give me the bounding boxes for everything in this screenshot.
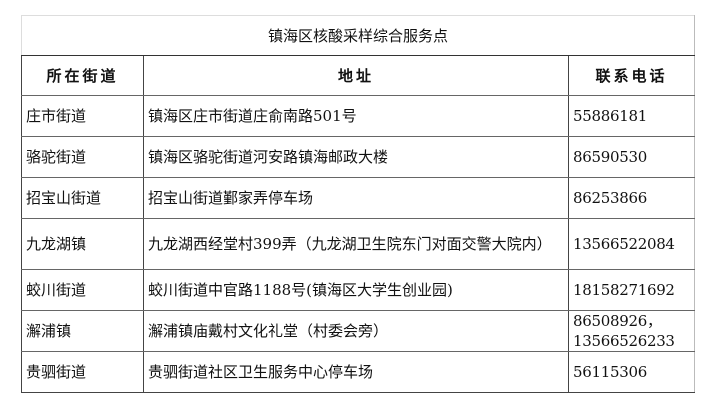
- cell-address: 蛟川街道中官路1188号(镇海区大学生创业园): [143, 269, 569, 311]
- table-row: 贵驷街道 贵驷街道社区卫生服务中心停车场 56115306: [21, 351, 696, 393]
- cell-phone: 55886181: [567, 95, 696, 137]
- cell-address: 澥浦镇庙戴村文化礼堂（村委会旁）: [143, 310, 569, 352]
- cell-street: 蛟川街道: [21, 269, 144, 311]
- cell-phone: 13566522084: [567, 218, 696, 270]
- header-address: 地址: [143, 55, 569, 96]
- table-row: 九龙湖镇 九龙湖西经堂村399弄（九龙湖卫生院东门对面交警大院内） 135665…: [21, 218, 696, 270]
- cell-street: 骆驼街道: [21, 136, 144, 178]
- cell-phone: 86508926，13566526233: [567, 310, 696, 352]
- table-row: 蛟川街道 蛟川街道中官路1188号(镇海区大学生创业园) 18158271692: [21, 269, 696, 311]
- cell-address: 镇海区庄市街道庄俞南路501号: [143, 95, 569, 137]
- cell-phone: 86590530: [567, 136, 696, 178]
- cell-street: 招宝山街道: [21, 177, 144, 219]
- table-row: 庄市街道 镇海区庄市街道庄俞南路501号 55886181: [21, 95, 696, 137]
- sampling-sites-table: 镇海区核酸采样综合服务点 所在街道 地址 联系电话 庄市街道 镇海区庄市街道庄俞…: [20, 15, 696, 393]
- cell-phone: 18158271692: [567, 269, 696, 311]
- cell-address: 招宝山街道鄞家弄停车场: [143, 177, 569, 219]
- cell-phone: 56115306: [567, 351, 696, 393]
- cell-street: 澥浦镇: [21, 310, 144, 352]
- table-header-row: 所在街道 地址 联系电话: [21, 55, 696, 96]
- cell-street: 贵驷街道: [21, 351, 144, 393]
- table-title-row: 镇海区核酸采样综合服务点: [20, 15, 696, 56]
- table-title: 镇海区核酸采样综合服务点: [20, 15, 696, 56]
- table-row: 骆驼街道 镇海区骆驼街道河安路镇海邮政大楼 86590530: [21, 136, 696, 178]
- cell-phone: 86253866: [567, 177, 696, 219]
- cell-address: 贵驷街道社区卫生服务中心停车场: [143, 351, 569, 393]
- header-street: 所在街道: [21, 55, 144, 96]
- table-row: 澥浦镇 澥浦镇庙戴村文化礼堂（村委会旁） 86508926，1356652623…: [21, 310, 696, 352]
- cell-address: 九龙湖西经堂村399弄（九龙湖卫生院东门对面交警大院内）: [143, 218, 569, 270]
- table-row: 招宝山街道 招宝山街道鄞家弄停车场 86253866: [21, 177, 696, 219]
- cell-street: 庄市街道: [21, 95, 144, 137]
- cell-street: 九龙湖镇: [21, 218, 144, 270]
- header-phone: 联系电话: [567, 55, 696, 96]
- cell-address: 镇海区骆驼街道河安路镇海邮政大楼: [143, 136, 569, 178]
